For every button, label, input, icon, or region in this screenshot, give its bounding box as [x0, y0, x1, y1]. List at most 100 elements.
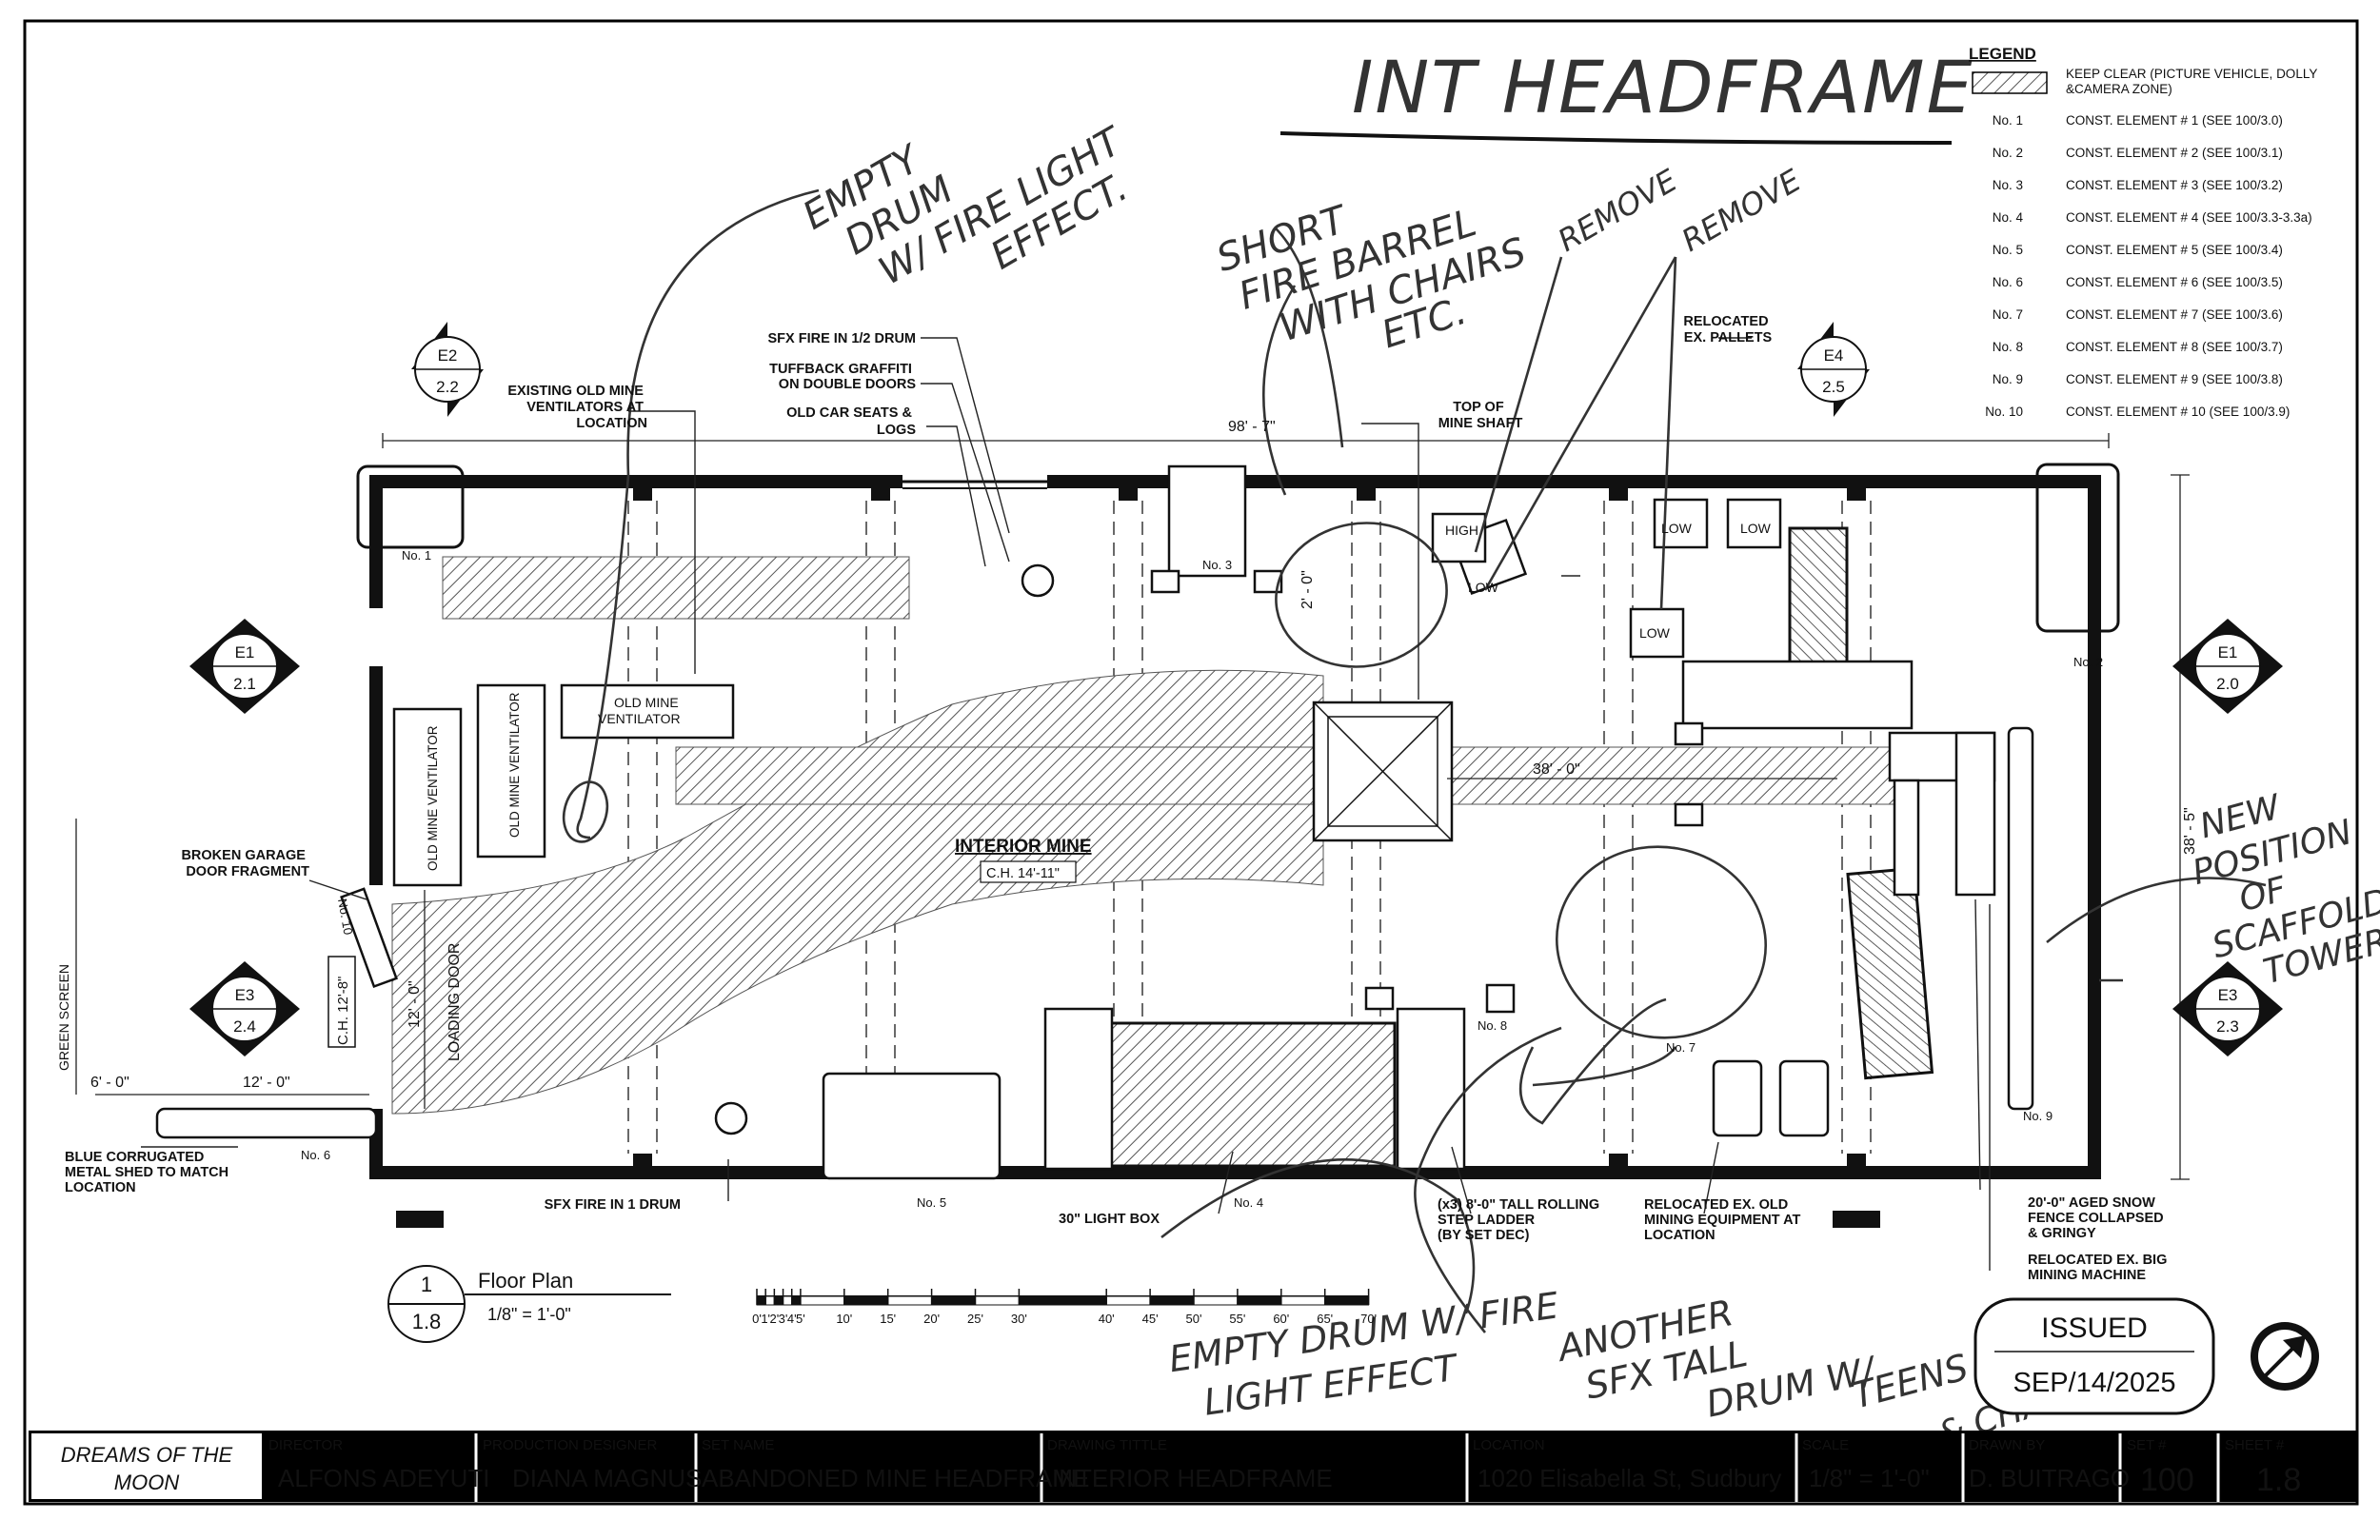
note-broken-door: BROKEN GARAGE DOOR FRAGMENT — [181, 848, 309, 879]
elevation-id: E3 — [2218, 986, 2238, 1004]
tb-director: ALFONS ADEYUTI — [278, 1464, 490, 1492]
scale-bar-tick-label: 40' — [1099, 1312, 1115, 1326]
legend-item-no: No. 7 — [1993, 307, 2023, 322]
issued-stamp: ISSUED SEP/14/2025 — [1973, 1297, 2215, 1415]
elevation-marker-e1-right: E12.0 — [2172, 619, 2283, 714]
legend-item-no: No. 9 — [1993, 372, 2023, 386]
sheet-title: INT HEADFRAME — [1352, 45, 1974, 129]
label-no3: No. 3 — [1202, 558, 1232, 572]
label-no10: No. 10 — [335, 898, 355, 936]
note-big-machine: RELOCATED EX. BIG MINING MACHINE — [2028, 1253, 2171, 1283]
legend-item-desc: CONST. ELEMENT # 8 (SEE 100/3.7) — [2066, 340, 2283, 354]
interior-ch-label: C.H. 14'-11" — [986, 866, 1060, 881]
elevation-id: E4 — [1824, 346, 1844, 365]
label-no1: No. 1 — [402, 548, 431, 563]
legend-item-no: No. 5 — [1993, 243, 2023, 257]
tb-scale-label: SCALE — [1802, 1437, 1849, 1453]
scale-bar-tick-label: 45' — [1142, 1312, 1159, 1326]
dim-twelve-ft: 12' - 0" — [243, 1075, 290, 1091]
legend-item-desc: CONST. ELEMENT # 5 (SEE 100/3.4) — [2066, 243, 2283, 257]
low-label-3: LOW — [1740, 521, 1772, 536]
scale-bar-tick-label: 5' — [796, 1312, 805, 1326]
scale-bar: 0'1'2'3'4'5'10'15'20'25'30'40'45'50'55'6… — [752, 1289, 1377, 1326]
svg-text:ANOTHER SFX TALL D: ANOTHER SFX TALL DRUM W/ — [1552, 1265, 1882, 1454]
drawing-ref-scale: 1/8" = 1'-0" — [487, 1305, 571, 1324]
dim-two-ft: 2' - 0" — [1299, 570, 1316, 609]
old-vent-3: OLD MINE — [614, 695, 679, 710]
note-sfx-one-drum: SFX FIRE IN 1 DRUM — [545, 1197, 681, 1213]
legend-item-desc: CONST. ELEMENT # 3 (SEE 100/3.2) — [2066, 178, 2283, 192]
tb-drawn-label: DRAWN BY — [1969, 1437, 2045, 1453]
elevation-sheet: 2.5 — [1822, 378, 1845, 396]
note-blue-shed: BLUE CORRUGATED METAL SHED TO MATCH LOCA… — [65, 1150, 232, 1195]
dim-ch-door: C.H. 12'-8" — [335, 977, 351, 1045]
tb-set: ABANDONED MINE HEADFRAME — [702, 1464, 1089, 1492]
note-ladder: (x3) 8'-0" TALL ROLLING STEP LADDER (BY … — [1438, 1197, 1603, 1243]
scale-bar-tick-label: 65' — [1317, 1312, 1333, 1326]
note-leaders — [141, 337, 1991, 1271]
scale-bar-tick-label: 4' — [787, 1312, 797, 1326]
elevation-sheet: 2.3 — [2216, 1017, 2239, 1036]
tb-sheetno-label: SHEET # — [2225, 1437, 2285, 1453]
tb-director-label: DIRECTOR — [268, 1437, 343, 1453]
scale-bar-tick-label: 1' — [761, 1312, 770, 1326]
old-vent-3b: VENTILATOR — [598, 711, 681, 726]
svg-text:SHORT FIRE BARREL: SHORT FIRE BARREL WITH CHAIRS ETC. — [1212, 145, 1555, 399]
legend-item-desc: CONST. ELEMENT # 10 (SEE 100/3.9) — [2066, 405, 2290, 419]
green-screen-label: GREEN SCREEN — [56, 964, 71, 1071]
elevation-id: E2 — [438, 346, 458, 365]
elevation-marker-e3-right: E3 2.3 — [2172, 961, 2283, 1056]
high-label: HIGH — [1445, 523, 1478, 538]
interior-elements — [155, 464, 2034, 1180]
scale-bar-tick-label: 70' — [1360, 1312, 1377, 1326]
loading-door-label: LOADING DOOR — [446, 943, 463, 1061]
note-snow-fence: 20'-0" AGED SNOW FENCE COLLAPSED & GRING… — [2028, 1195, 2168, 1241]
keep-clear-text: KEEP CLEAR (PICTURE VEHICLE, DOLLY &CAME… — [2066, 67, 2318, 96]
tb-sheetno: 1.8 — [2256, 1462, 2301, 1498]
drawing-reference: 1 1.8 Floor Plan 1/8" = 1'-0" — [387, 1265, 671, 1343]
tb-project-line1: DREAMS OF THE — [61, 1443, 233, 1467]
low-label-2: LOW — [1661, 521, 1693, 536]
interior-mine-label: INTERIOR MINE — [955, 837, 1092, 857]
keep-clear-zones — [391, 526, 1934, 1168]
label-no9: No. 9 — [2023, 1109, 2053, 1123]
tb-setno: 100 — [2140, 1462, 2194, 1498]
tb-set-label: SET NAME — [702, 1437, 774, 1453]
note-light-box: 30" LIGHT BOX — [1059, 1212, 1160, 1227]
scale-bar-tick-label: 2' — [770, 1312, 780, 1326]
note-sfx-half-drum: SFX FIRE IN 1/2 DRUM — [768, 331, 917, 346]
tb-drawing: INTERIOR HEADFRAME — [1052, 1464, 1333, 1492]
label-no6: No. 6 — [301, 1148, 330, 1162]
sheet-border — [23, 19, 2359, 1506]
scale-bar-tick-label: 10' — [836, 1312, 852, 1326]
building-shell — [356, 463, 2120, 1228]
stamp-date: SEP/14/2025 — [2013, 1368, 2176, 1398]
elevation-marker-e2: E2 2.2 — [411, 322, 484, 417]
legend-item-no: No. 8 — [1993, 340, 2023, 354]
tb-drawn: D. BUITRAGO — [1969, 1464, 2130, 1492]
scale-bar-tick-label: 25' — [967, 1312, 983, 1326]
tb-drawing-label: DRAWING TITTLE — [1047, 1437, 1167, 1453]
note-car-seats: OLD CAR SEATS & LOGS — [786, 405, 916, 438]
old-vent-1: OLD MINE VENTILATOR — [426, 725, 440, 871]
tb-project-line2: MOON — [114, 1471, 180, 1494]
label-no2: No. 2 — [2073, 655, 2103, 669]
dim-overall-width: 98' - 7" — [1228, 419, 1276, 435]
scale-bar-tick-label: 60' — [1273, 1312, 1289, 1326]
tb-pd: DIANA MAGNUS — [512, 1464, 702, 1492]
north-arrow-icon — [2251, 1322, 2319, 1391]
legend-item-desc: CONST. ELEMENT # 1 (SEE 100/3.0) — [2066, 113, 2283, 128]
elevation-sheet: 2.2 — [436, 378, 459, 396]
scale-bar-tick-label: 3' — [779, 1312, 788, 1326]
tb-scale: 1/8" = 1'-0" — [1809, 1464, 1930, 1492]
scale-bar-tick-label: 50' — [1186, 1312, 1202, 1326]
dimensions — [75, 433, 2190, 1180]
legend-item-desc: CONST. ELEMENT # 2 (SEE 100/3.1) — [2066, 146, 2283, 160]
label-no5: No. 5 — [917, 1195, 946, 1210]
svg-text:REMOVE: REMOVE — [1676, 162, 1808, 259]
hand-markups — [562, 188, 2267, 1333]
scale-bar-tick-label: 30' — [1011, 1312, 1027, 1326]
tb-setno-label: SET # — [2127, 1437, 2167, 1453]
